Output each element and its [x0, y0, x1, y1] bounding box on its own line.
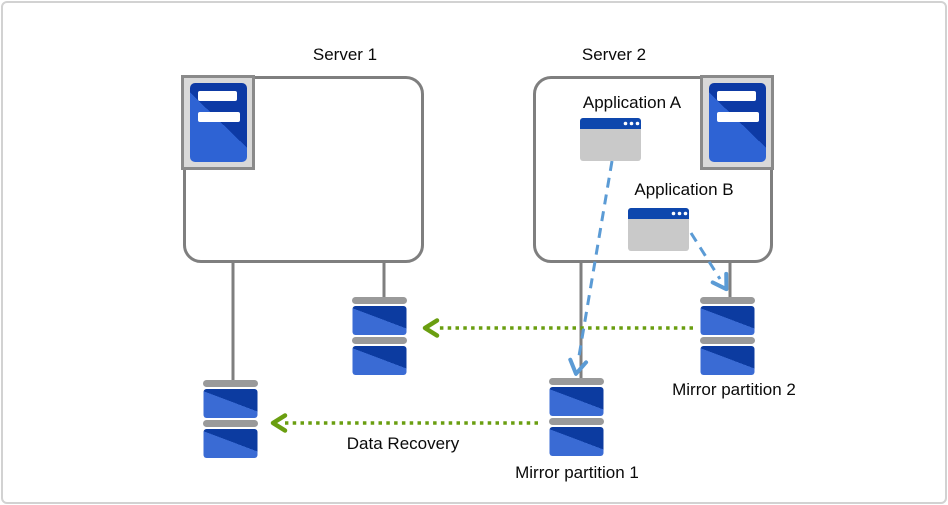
server1-partition-upper-disk-icon	[352, 297, 407, 375]
server1-tower-icon	[181, 75, 255, 170]
application-b-window-icon	[628, 208, 689, 251]
mirror-partition-2-label: Mirror partition 2	[672, 380, 796, 399]
mirror-partition-1-label: Mirror partition 1	[515, 463, 639, 482]
data-recovery-label: Data Recovery	[346, 434, 460, 453]
mirror-partition-2-disk-icon	[700, 297, 755, 375]
server2-label: Server 2	[581, 45, 647, 64]
appB-to-partition2-arrow	[689, 232, 729, 292]
mirror-partition-1-disk-icon	[549, 378, 604, 456]
server2-tower-icon	[700, 75, 774, 170]
appA-to-partition1-arrow	[568, 160, 614, 376]
server1-label: Server 1	[312, 45, 378, 64]
application-b-label: Application B	[634, 180, 734, 199]
server1-partition-lower-disk-icon	[203, 380, 258, 458]
application-a-label: Application A	[582, 93, 682, 112]
application-a-window-icon	[580, 118, 641, 161]
